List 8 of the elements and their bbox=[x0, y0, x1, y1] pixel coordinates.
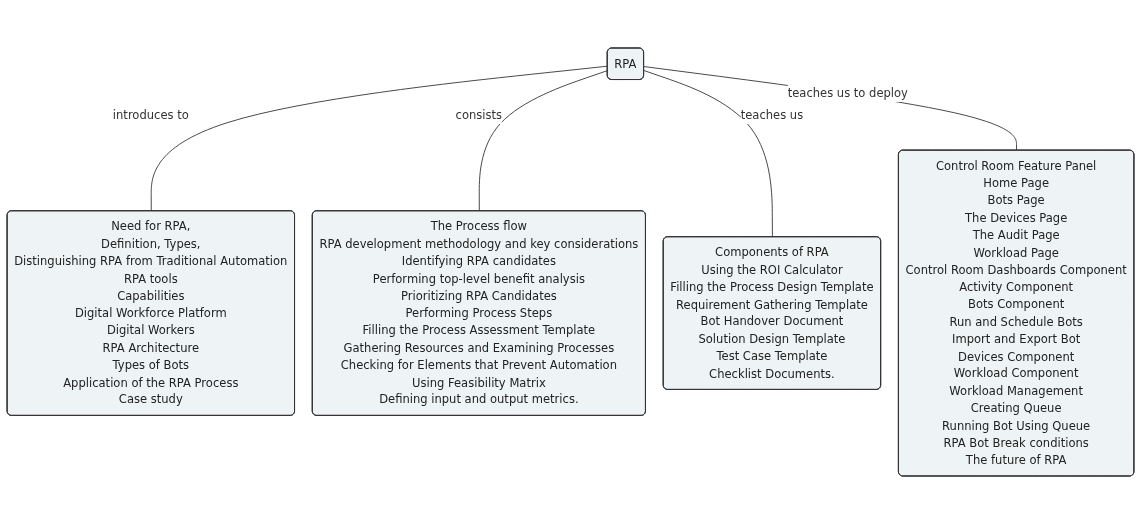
edge-label: introduces to bbox=[112, 107, 189, 122]
edge-label: teaches us bbox=[740, 107, 804, 122]
edge-label: consists bbox=[455, 107, 503, 122]
connector bbox=[643, 66, 1018, 151]
connector bbox=[478, 70, 609, 212]
connector bbox=[150, 65, 609, 212]
edge-label: teaches us to deploy bbox=[787, 86, 908, 100]
connector bbox=[643, 70, 773, 238]
